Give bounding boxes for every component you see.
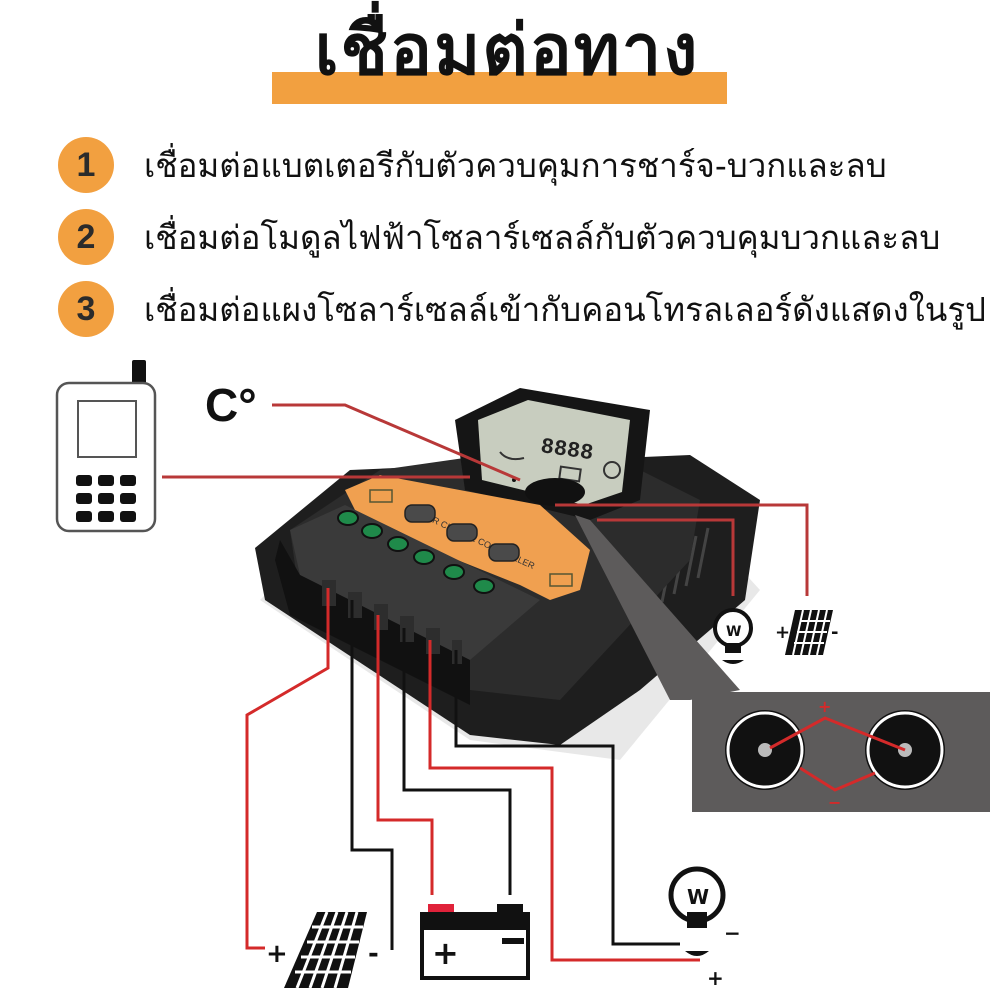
bottom-solar-panel-icon: + - xyxy=(266,911,379,989)
svg-text:W: W xyxy=(687,885,709,909)
solar-charge-controller: 8888 SOLAR CHARGE CONTROLLER xyxy=(255,388,760,760)
terminal-screws xyxy=(337,510,495,594)
inset-minus: − xyxy=(828,793,841,812)
controller-buttons xyxy=(404,504,520,562)
solar-panel-icon: + - xyxy=(775,609,838,656)
battery-icon: + xyxy=(420,904,530,980)
step-text: เชื่อมต่อแบตเตอรีกับตัวควบคุมการชาร์จ-บว… xyxy=(144,145,887,185)
wires xyxy=(162,403,809,962)
title-block: เชื่อมต่อทาง xyxy=(272,2,742,104)
page-title: เชื่อมต่อทาง xyxy=(314,9,700,91)
svg-text:+: + xyxy=(432,934,459,972)
svg-text:-: - xyxy=(368,939,379,969)
mobile-phone-icon xyxy=(55,360,157,533)
step-item: 1 เชื่อมต่อแบตเตอรีกับตัวควบคุมการชาร์จ-… xyxy=(58,135,988,195)
step-item: 3 เชื่อมต่อแผงโซลาร์เซลล์เข้ากับคอนโทรลเ… xyxy=(58,279,988,339)
step-item: 2 เชื่อมต่อโมดูลไฟฟ้าโซลาร์เซลล์กับตัวคว… xyxy=(58,207,988,267)
svg-text:+: + xyxy=(707,966,724,990)
svg-text:−: − xyxy=(724,921,741,945)
load-bulb-icon: W xyxy=(713,608,753,664)
inset-detail-panel: + − xyxy=(692,692,990,812)
step-number-badge: 3 xyxy=(58,281,114,337)
title-highlight-bar xyxy=(272,72,727,104)
step-text: เชื่อมต่อแผงโซลาร์เซลล์เข้ากับคอนโทรลเลอ… xyxy=(144,289,986,329)
inset-plus: + xyxy=(818,697,831,716)
svg-text:-: - xyxy=(831,622,838,643)
bottom-bulb-icon: W − + xyxy=(668,866,741,990)
steps-list: 1 เชื่อมต่อแบตเตอรีกับตัวควบคุมการชาร์จ-… xyxy=(58,135,988,351)
svg-text:+: + xyxy=(266,939,288,969)
step-number-badge: 2 xyxy=(58,209,114,265)
step-text: เชื่อมต่อโมดูลไฟฟ้าโซลาร์เซลล์กับตัวควบค… xyxy=(144,217,941,257)
svg-text:W: W xyxy=(726,624,741,640)
svg-text:+: + xyxy=(775,622,790,643)
temperature-sensor-label: C° xyxy=(205,379,257,431)
inset-pointer xyxy=(575,515,740,700)
step-number-badge: 1 xyxy=(58,137,114,193)
